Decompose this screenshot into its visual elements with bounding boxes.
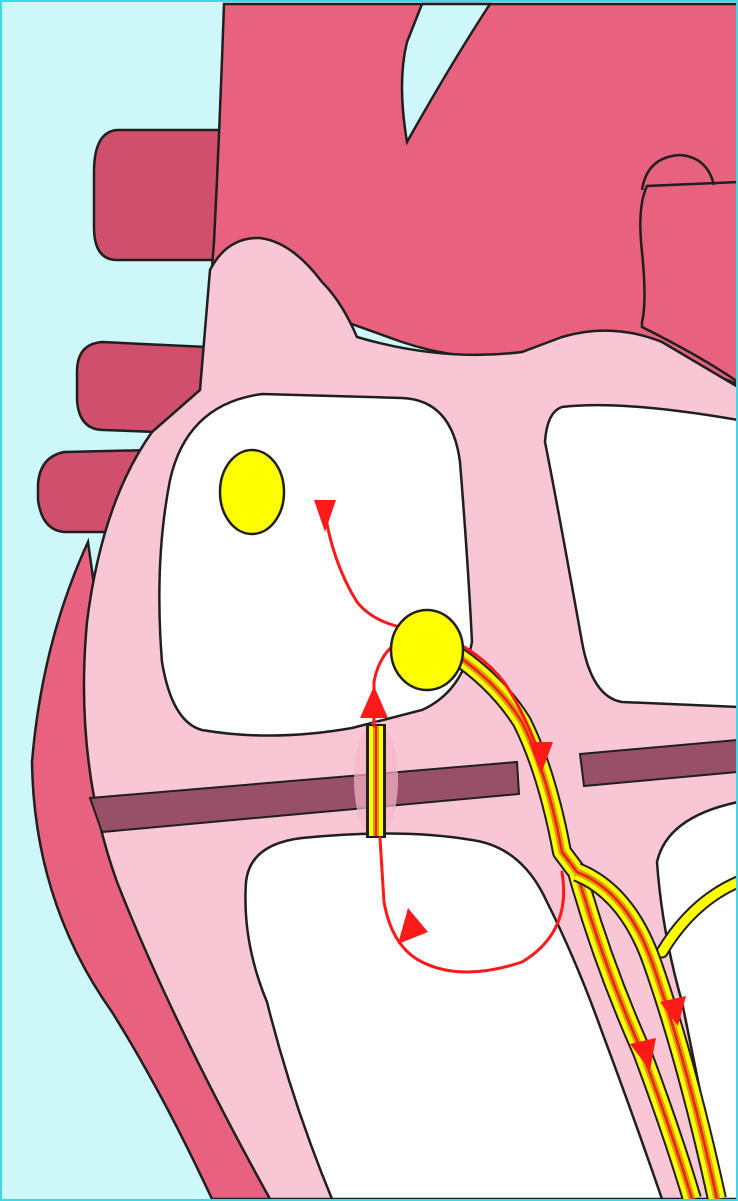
- sa-node: [220, 450, 284, 534]
- av-node: [391, 610, 463, 690]
- accessory-pathway: [366, 724, 386, 838]
- upper-vein: [94, 130, 232, 260]
